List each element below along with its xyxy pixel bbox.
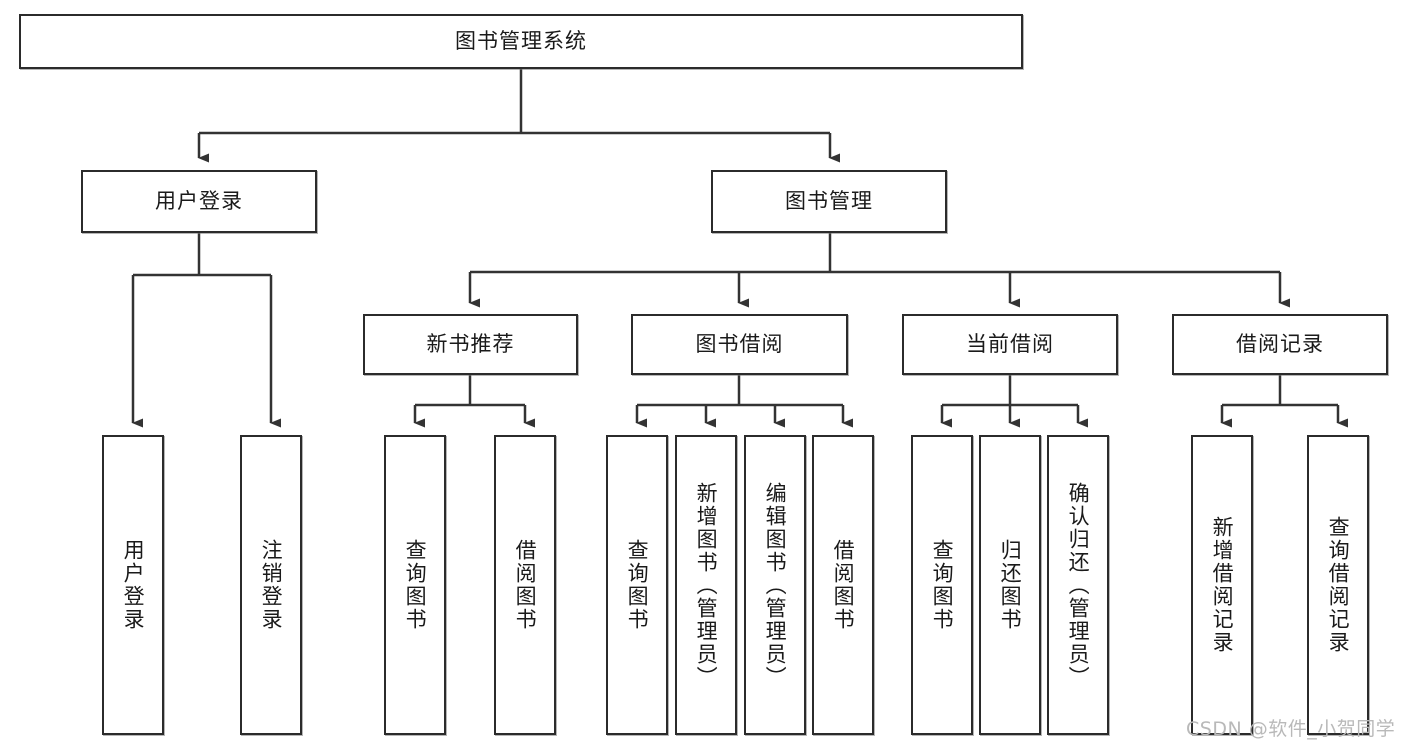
- node-leaf-borrow-book-2[interactable]: 借阅图书: [812, 435, 874, 735]
- node-leaf-query-record-label: 查询借阅记录: [1326, 516, 1351, 654]
- node-leaf-logout-login-label: 注销登录: [259, 539, 284, 631]
- node-leaf-edit-book-label: 编辑图书（管理员）: [763, 481, 788, 689]
- node-leaf-query-book-1[interactable]: 查询图书: [384, 435, 446, 735]
- node-leaf-borrow-book-1-label: 借阅图书: [513, 539, 538, 631]
- node-leaf-return-book[interactable]: 归还图书: [979, 435, 1041, 735]
- node-leaf-edit-book[interactable]: 编辑图书（管理员）: [744, 435, 806, 735]
- node-book-borrow-label: 图书借阅: [695, 331, 784, 356]
- node-leaf-borrow-book-1[interactable]: 借阅图书: [494, 435, 556, 735]
- node-book-management-label: 图书管理: [785, 188, 873, 213]
- node-leaf-add-record[interactable]: 新增借阅记录: [1191, 435, 1253, 735]
- csdn-watermark: CSDN @软件_小贺同学: [1186, 718, 1396, 740]
- node-current-borrow[interactable]: 当前借阅: [902, 314, 1118, 375]
- node-leaf-confirm-return-label: 确认归还（管理员）: [1066, 481, 1091, 689]
- node-borrow-record[interactable]: 借阅记录: [1172, 314, 1388, 375]
- node-user-login[interactable]: 用户登录: [81, 170, 317, 233]
- node-leaf-query-book-1-label: 查询图书: [403, 539, 428, 631]
- node-leaf-query-book-2[interactable]: 查询图书: [606, 435, 668, 735]
- node-borrow-record-label: 借阅记录: [1236, 331, 1324, 356]
- node-root[interactable]: 图书管理系统: [19, 14, 1023, 69]
- node-leaf-user-login-label: 用户登录: [121, 539, 146, 631]
- node-root-label: 图书管理系统: [455, 28, 587, 53]
- node-leaf-add-record-label: 新增借阅记录: [1210, 516, 1235, 654]
- node-book-management[interactable]: 图书管理: [711, 170, 947, 233]
- node-leaf-query-book-3[interactable]: 查询图书: [911, 435, 973, 735]
- node-leaf-query-record[interactable]: 查询借阅记录: [1307, 435, 1369, 735]
- node-new-book-recommend-label: 新书推荐: [426, 331, 515, 356]
- node-current-borrow-label: 当前借阅: [966, 331, 1054, 356]
- node-leaf-logout-login[interactable]: 注销登录: [240, 435, 302, 735]
- node-leaf-confirm-return[interactable]: 确认归还（管理员）: [1047, 435, 1109, 735]
- node-leaf-query-book-2-label: 查询图书: [625, 539, 650, 631]
- node-leaf-add-book-label: 新增图书（管理员）: [694, 481, 719, 689]
- node-leaf-add-book[interactable]: 新增图书（管理员）: [675, 435, 737, 735]
- node-leaf-borrow-book-2-label: 借阅图书: [831, 539, 856, 631]
- node-book-borrow[interactable]: 图书借阅: [631, 314, 848, 375]
- node-leaf-return-book-label: 归还图书: [998, 539, 1023, 631]
- node-leaf-query-book-3-label: 查询图书: [930, 539, 955, 631]
- node-user-login-label: 用户登录: [155, 188, 243, 213]
- node-leaf-user-login[interactable]: 用户登录: [102, 435, 164, 735]
- node-new-book-recommend[interactable]: 新书推荐: [363, 314, 578, 375]
